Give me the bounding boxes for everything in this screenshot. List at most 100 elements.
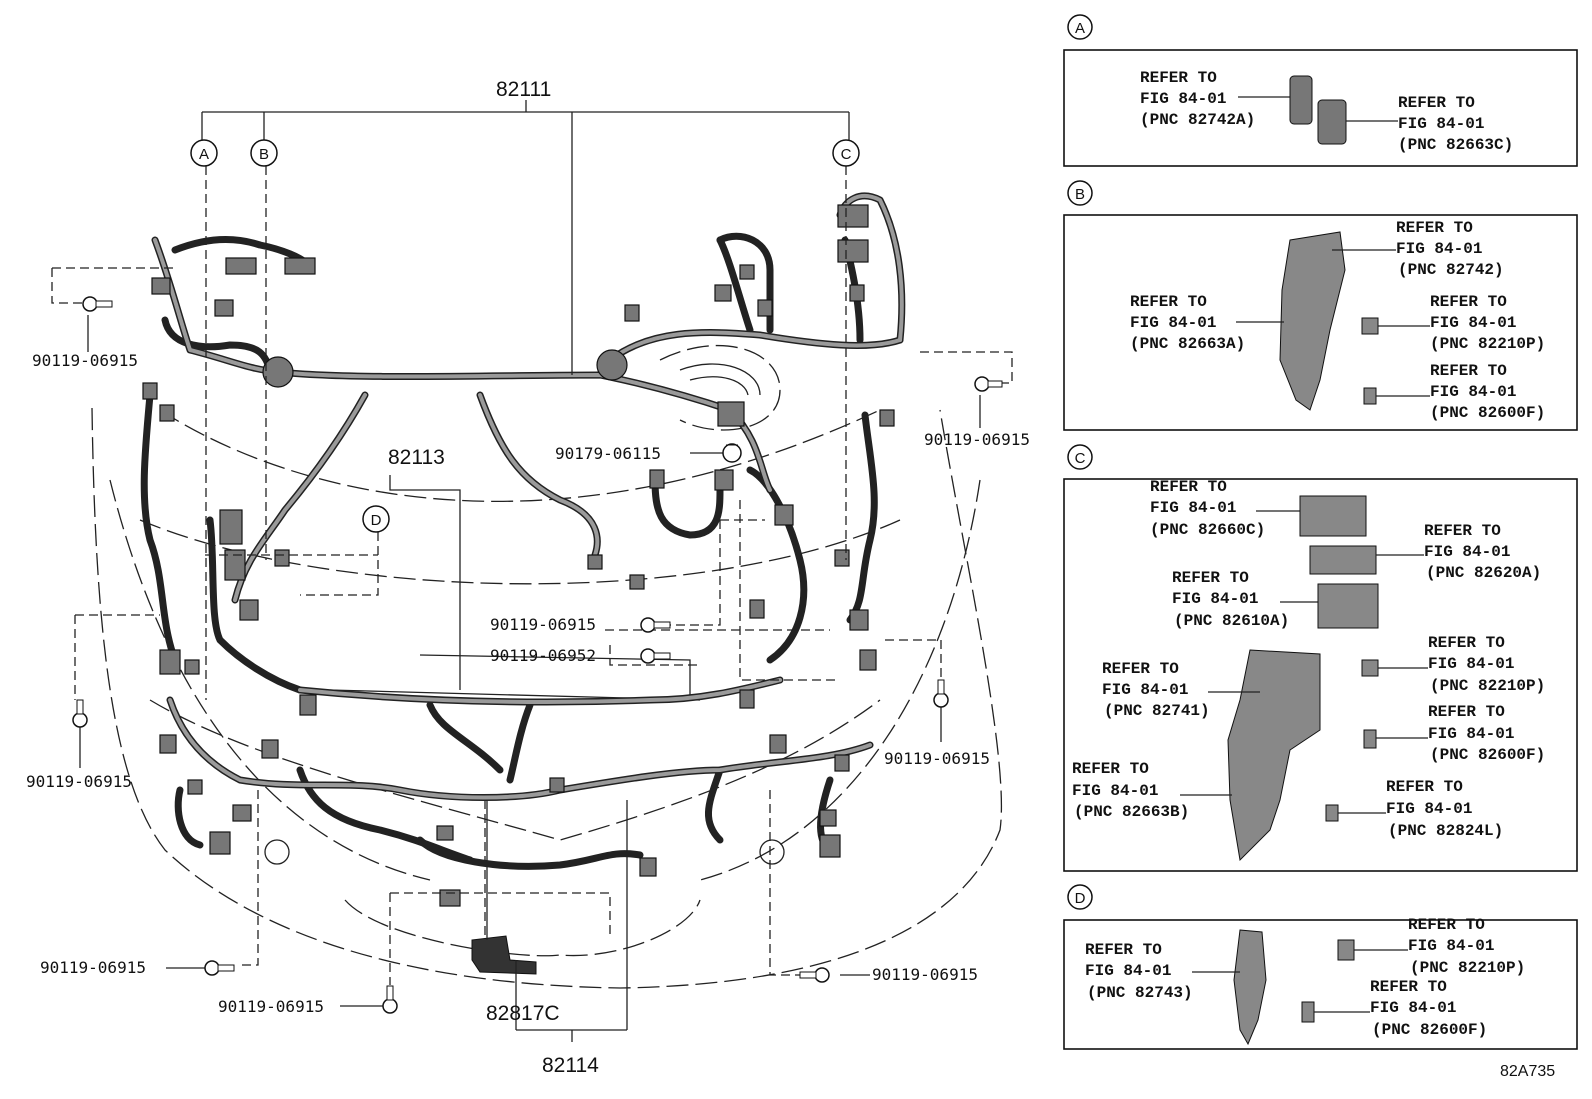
callout-c: C	[832, 139, 860, 167]
ref-82742-l2: FIG 84-01	[1396, 240, 1482, 258]
callout-d: D	[362, 505, 390, 533]
ref-82210p-c-l3: (PNC 82210P)	[1430, 677, 1545, 695]
ref-82663b-l2: FIG 84-01	[1072, 782, 1158, 800]
ref-82660c-l3: (PNC 82660C)	[1150, 521, 1265, 539]
junction-block-82741-icon	[1227, 649, 1321, 862]
ref-82210p-l2: FIG 84-01	[1430, 314, 1516, 332]
ref-82660c-l1: REFER TO	[1150, 478, 1227, 496]
bolt-bottom-center-label: 90119-06915	[218, 997, 324, 1016]
bolt-icon	[974, 376, 1003, 392]
ref-82824l-l1: REFER TO	[1386, 778, 1463, 796]
connector-82210p-c-icon	[1361, 659, 1379, 677]
ref-82600f-l3: (PNC 82600F)	[1430, 404, 1545, 422]
ref-82610a-l3: (PNC 82610A)	[1174, 612, 1289, 630]
ref-82742a-l3: (PNC 82742A)	[1140, 111, 1255, 129]
bolt-left-top-label: 90119-06915	[32, 351, 138, 370]
ref-82600f-l2: FIG 84-01	[1430, 383, 1516, 401]
connector-82600f-icon	[1363, 387, 1377, 405]
relay-82817c-label: 82817C	[486, 1002, 560, 1025]
svg-text:A: A	[199, 146, 209, 163]
ref-82210p-d-l3: (PNC 82210P)	[1410, 959, 1525, 977]
detail-panel-a: A REFER TO FIG 84-01 (PNC 82742A) REFER …	[1063, 14, 1578, 167]
ref-82210p-c-l1: REFER TO	[1428, 634, 1505, 652]
callout-a: A	[190, 139, 218, 167]
connector-82742a-icon	[1289, 75, 1313, 125]
ref-82741-l1: REFER TO	[1102, 660, 1179, 678]
ref-82600f-c-l3: (PNC 82600F)	[1430, 746, 1545, 764]
svg-text:C: C	[1075, 450, 1086, 467]
callout-b: B	[250, 139, 278, 167]
svg-text:C: C	[841, 146, 852, 163]
ref-82210p-c-l2: FIG 84-01	[1428, 655, 1514, 673]
ref-82663a-l3: (PNC 82663A)	[1130, 335, 1245, 353]
svg-text:D: D	[1075, 890, 1086, 907]
ref-82743-l3: (PNC 82743)	[1087, 984, 1193, 1002]
ref-82620a-l3: (PNC 82620A)	[1426, 564, 1541, 582]
bolt-icon	[72, 699, 88, 728]
clip-center-label: 90179-06115	[555, 444, 661, 463]
ref-82824l-l3: (PNC 82824L)	[1388, 822, 1503, 840]
bolt-icon	[640, 648, 671, 664]
ref-82742a-l2: FIG 84-01	[1140, 90, 1226, 108]
connector-82210p-icon	[1361, 317, 1379, 335]
bolt-icons	[72, 296, 1003, 1014]
ref-82663c-l1: REFER TO	[1398, 94, 1475, 112]
relay-block-82660c-icon	[1299, 495, 1367, 537]
ref-82610a-l1: REFER TO	[1172, 569, 1249, 587]
harness-connectors	[142, 204, 895, 975]
ref-82742a-l1: REFER TO	[1140, 69, 1217, 87]
ref-82620a-l2: FIG 84-01	[1424, 543, 1510, 561]
relay-block-82610a-icon	[1317, 583, 1379, 629]
ref-82210p-d-l2: FIG 84-01	[1408, 937, 1494, 955]
ref-82600f-d-l1: REFER TO	[1370, 978, 1447, 996]
ref-82600f-c-l1: REFER TO	[1428, 703, 1505, 721]
ref-82742-l1: REFER TO	[1396, 219, 1473, 237]
ref-82210p-d-l1: REFER TO	[1408, 916, 1485, 934]
connector-82210p-d-icon	[1337, 939, 1355, 961]
ref-82663c-l2: FIG 84-01	[1398, 115, 1484, 133]
vehicle-body-outline	[91, 344, 1003, 989]
relay-block-82620a-icon	[1309, 545, 1377, 575]
harness-82113-label: 82113	[388, 446, 445, 469]
ref-82620a-l1: REFER TO	[1424, 522, 1501, 540]
ref-82742-l3: (PNC 82742)	[1398, 261, 1504, 279]
bolt-icon	[640, 617, 671, 633]
harness-82114-label: 82114	[542, 1054, 599, 1077]
bolt-right-mid-label: 90119-06915	[884, 749, 990, 768]
bolt-center-2-label: 90119-06952	[490, 646, 596, 665]
ref-82610a-l2: FIG 84-01	[1172, 590, 1258, 608]
bolt-left-mid-label: 90119-06915	[26, 772, 132, 791]
svg-text:B: B	[259, 146, 269, 163]
svg-text:D: D	[371, 512, 382, 529]
connector-stack-82743-icon	[1233, 929, 1267, 1046]
connector-82824l-icon	[1325, 804, 1339, 822]
bolt-bottom-left-label: 90119-06915	[40, 958, 146, 977]
junction-block-82663a-icon	[1279, 231, 1346, 411]
detail-panel-b: B REFER TO FIG 84-01 (PNC 82742) REFER T…	[1063, 180, 1578, 431]
ref-82743-l2: FIG 84-01	[1085, 962, 1171, 980]
ref-82210p-l3: (PNC 82210P)	[1430, 335, 1545, 353]
bolt-right-top-label: 90119-06915	[924, 430, 1030, 449]
bolt-icon	[933, 679, 949, 708]
bolt-icon	[799, 967, 830, 983]
svg-text:A: A	[1075, 20, 1085, 37]
ref-82741-l2: FIG 84-01	[1102, 681, 1188, 699]
ref-82210p-l1: REFER TO	[1430, 293, 1507, 311]
bolt-center-1-label: 90119-06915	[490, 615, 596, 634]
ref-82743-l1: REFER TO	[1085, 941, 1162, 959]
wire-harness	[140, 192, 906, 870]
ref-82663b-l3: (PNC 82663B)	[1074, 803, 1189, 821]
ref-82600f-c-l2: FIG 84-01	[1428, 725, 1514, 743]
ref-82663a-l2: FIG 84-01	[1130, 314, 1216, 332]
ref-82663c-l3: (PNC 82663C)	[1398, 136, 1513, 154]
bolt-bottom-right-label: 90119-06915	[872, 965, 978, 984]
ref-82660c-l2: FIG 84-01	[1150, 499, 1236, 517]
ref-82741-l3: (PNC 82741)	[1104, 702, 1210, 720]
connector-82600f-c-icon	[1363, 729, 1377, 749]
ref-82663b-l1: REFER TO	[1072, 760, 1149, 778]
diagram-code: 82A735	[1500, 1063, 1555, 1080]
connector-82663c-icon	[1317, 99, 1347, 145]
ref-82600f-d-l3: (PNC 82600F)	[1372, 1021, 1487, 1039]
ref-82600f-d-l2: FIG 84-01	[1370, 999, 1456, 1017]
